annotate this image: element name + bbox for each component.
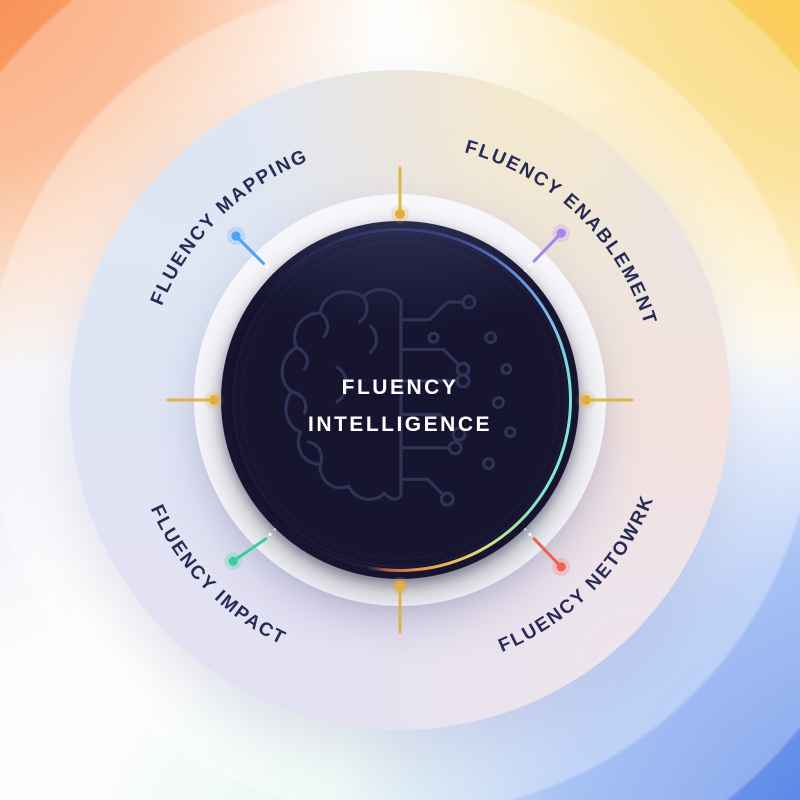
tick-tail-dot <box>646 398 650 402</box>
inner-highlight-ring <box>233 233 567 567</box>
center-title: FLUENCY INTELLIGENCE <box>221 369 579 443</box>
connector-line <box>231 537 268 563</box>
center-title-line2: INTELLIGENCE <box>307 413 492 436</box>
label-fluency-mapping: FLUENCY MAPPING <box>147 146 311 309</box>
connector-line <box>532 231 563 263</box>
connector-line <box>532 537 563 569</box>
label-fluency-mapping-text: FLUENCY MAPPING <box>147 146 309 309</box>
connector-bottom-right <box>523 528 571 576</box>
brain-circuit-icon <box>280 288 517 507</box>
tick-bottom <box>391 577 409 650</box>
center-circle: FLUENCY INTELLIGENCE <box>221 221 579 579</box>
inner-highlight-ring <box>241 241 559 559</box>
tick-tail-dot <box>398 150 402 154</box>
tick-left <box>150 391 223 409</box>
tick-dot <box>395 209 405 219</box>
tick-tail-dot <box>398 158 402 162</box>
connector-top-left <box>227 227 274 274</box>
tick-right <box>577 391 650 409</box>
connector-top-right <box>523 224 571 272</box>
connector-tail-dot <box>265 265 269 269</box>
connector-dot <box>556 228 566 238</box>
connector-tail-dot <box>523 269 527 272</box>
connector-tail-dot <box>268 532 272 537</box>
tick-tail-dot <box>150 398 154 402</box>
connector-tail-dot <box>273 528 277 531</box>
connector-bottom-left <box>224 528 277 571</box>
label-fluency-netowrk: FLUENCY NETOWRK <box>495 492 658 657</box>
connector-dot <box>228 556 238 566</box>
tick-dot <box>581 395 591 405</box>
tick-dot <box>209 395 219 405</box>
connector-dot <box>556 562 566 572</box>
connector-tail-dot <box>523 528 527 531</box>
tick-dot <box>395 581 405 591</box>
connector-tail-dot <box>528 532 532 537</box>
tick-tail-dot <box>158 398 162 402</box>
connector-line <box>234 234 265 265</box>
tick-tail-dot <box>398 638 402 642</box>
label-fluency-netowrk-text: FLUENCY NETOWRK <box>495 492 656 657</box>
label-fluency-impact: FLUENCY IMPACT <box>146 502 290 650</box>
label-fluency-impact-text: FLUENCY IMPACT <box>146 502 288 650</box>
tick-tail-dot <box>638 398 642 402</box>
center-title-line1: FLUENCY <box>341 376 459 399</box>
tick-tail-dot <box>398 646 402 650</box>
connector-tail-dot <box>270 270 274 274</box>
tick-top <box>391 150 409 223</box>
connector-tail-dot <box>528 263 532 268</box>
connector-dot <box>231 231 241 241</box>
